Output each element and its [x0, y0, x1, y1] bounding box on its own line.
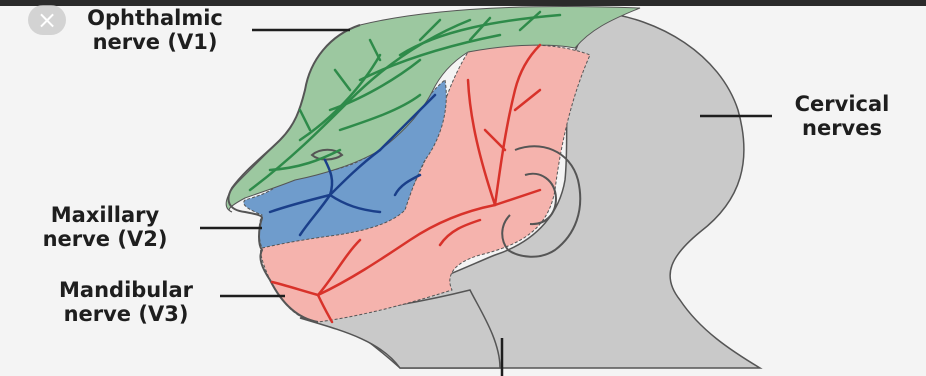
label-mandibular-nerve: Mandibular nerve (V3) — [28, 278, 224, 326]
label-v3-line2: nerve (V3) — [28, 302, 224, 326]
label-v3-line1: Mandibular — [28, 278, 224, 302]
label-cervical-line2: nerves — [772, 116, 912, 140]
label-cervical-nerves: Cervical nerves — [772, 92, 912, 140]
label-cervical-line1: Cervical — [772, 92, 912, 116]
label-ophthalmic-nerve: Ophthalmic nerve (V1) — [60, 6, 250, 54]
label-v2-line2: nerve (V2) — [10, 227, 200, 251]
label-v1-line1: Ophthalmic — [60, 6, 250, 30]
label-v1-line2: nerve (V1) — [60, 30, 250, 54]
label-v2-line1: Maxillary — [10, 203, 200, 227]
label-maxillary-nerve: Maxillary nerve (V2) — [10, 203, 200, 251]
